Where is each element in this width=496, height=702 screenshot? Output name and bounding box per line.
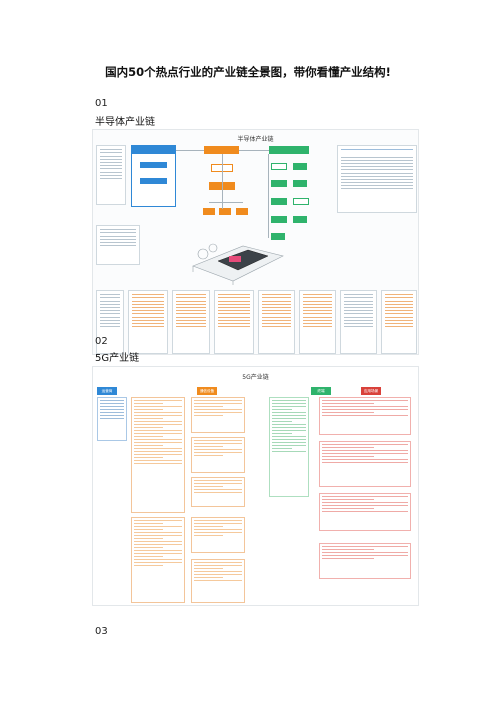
semiconductor-right-panel bbox=[337, 145, 417, 213]
application-header bbox=[269, 146, 309, 154]
section-name-5g: 5G产业链 bbox=[95, 353, 140, 364]
section-number-01: 01 bbox=[95, 98, 108, 109]
equipment-panel bbox=[96, 225, 140, 265]
semiconductor-chart-title: 半导体产业链 bbox=[237, 136, 274, 143]
tag-operator: 运营商 bbox=[97, 387, 117, 395]
chip-machine-illustration bbox=[192, 243, 284, 285]
materials-panel bbox=[96, 145, 126, 205]
chip-design-panel bbox=[131, 145, 176, 207]
tag-scenario: 应用场景 bbox=[361, 387, 381, 395]
5g-chain-image: 5G产业链 运营商 通信设备 终端 应用场景 bbox=[92, 366, 419, 606]
5g-chart-title: 5G产业链 bbox=[242, 374, 269, 381]
semiconductor-chain-image: 半导体产业链 bbox=[92, 129, 419, 355]
section-number-02: 02 bbox=[95, 336, 108, 347]
page-title: 国内50个热点行业的产业链全景图，带你看懂产业结构! bbox=[105, 65, 391, 79]
tag-terminal: 终端 bbox=[311, 387, 331, 395]
section-number-03: 03 bbox=[95, 626, 108, 637]
tag-equipment: 通信设备 bbox=[197, 387, 217, 395]
manufacturing-header bbox=[204, 146, 239, 154]
section-name-semiconductor: 半导体产业链 bbox=[95, 117, 155, 128]
